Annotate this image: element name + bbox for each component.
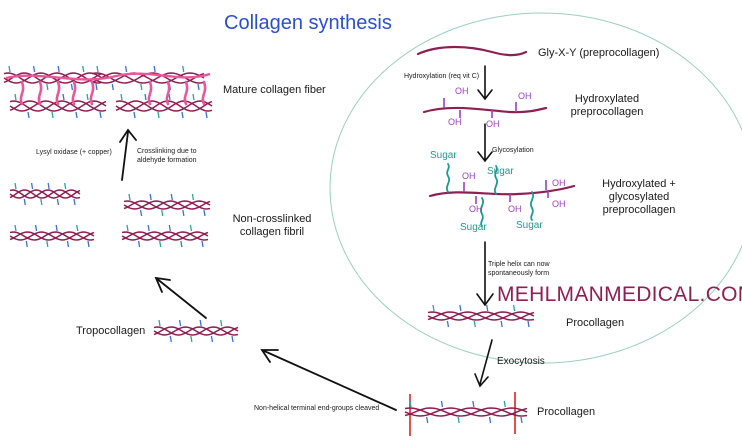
oh-label: OH [455, 86, 469, 96]
watermark-text: MEHLMANMEDICAL.COM [497, 283, 742, 306]
arrow-exocytosis [474, 339, 493, 388]
sugar-chains [445, 163, 535, 227]
sugar-label: Sugar [430, 150, 457, 161]
crosslink-bond [165, 80, 171, 106]
oh-label: OH [462, 171, 476, 181]
arrow-cleavage [260, 349, 397, 411]
crosslink-bond [201, 80, 207, 106]
helix-procollagen-outside [404, 400, 528, 424]
arrow-hydroxylation [477, 65, 493, 101]
label-glyco-line2: glycosylated [608, 191, 670, 203]
oh-label: OH [486, 119, 500, 129]
crosslink-bond [89, 80, 95, 106]
sugar-label: Sugar [460, 222, 487, 233]
helix-fibril-1 [9, 182, 81, 206]
step-triple-helix: Triple helix can now spontaneously form [488, 260, 550, 278]
hydroxylated-strand [422, 106, 548, 114]
inner-arrows [474, 65, 494, 388]
step-triple-helix-line1: Triple helix can now [488, 261, 550, 268]
label-fibril-line2: collagen fibril [239, 226, 305, 238]
oh-label: OH [552, 199, 566, 209]
hydroxyl-groups-2 [463, 180, 549, 204]
label-hydroxylated-line1: Hydroxylated [574, 93, 640, 105]
hydroxyl-groups-1 [443, 98, 517, 118]
label-procollagen-inside: Procollagen [566, 317, 625, 329]
label-glyco-line1: Hydroxylated + [602, 178, 676, 190]
step-exocytosis: Exocytosis [497, 356, 545, 367]
step-glycosylation: Glycosylation [492, 147, 534, 154]
label-tropocollagen: Tropocollagen [76, 325, 146, 337]
label-hydroxylated-line2: preprocollagen [570, 106, 644, 118]
helix-mature-4 [115, 93, 213, 119]
helix-procollagen-inside [427, 304, 535, 328]
helix-fibril-3 [9, 224, 95, 248]
label-glycosylated: Hydroxylated + glycosylated preprocollag… [584, 178, 694, 217]
preprocollagen-strand [416, 45, 528, 57]
crosslink-bond [183, 80, 189, 106]
step-cleavage: Non-helical terminal end-groups cleaved [254, 405, 380, 412]
glycosylated-strand [428, 184, 576, 198]
arrow-glycosylation [477, 123, 493, 163]
oh-label: OH [508, 204, 522, 214]
oh-label: OH [469, 204, 483, 214]
arrow-crosslinking [119, 128, 137, 181]
label-procollagen-outside: Procollagen [537, 406, 596, 418]
helix-tropocollagen [153, 319, 239, 343]
crosslinks [5, 72, 211, 106]
arrow-triple-helix [476, 241, 494, 307]
cell-boundary [329, 12, 742, 364]
label-fibril-line1: Non-crosslinked [232, 213, 312, 225]
oh-label: OH [518, 91, 532, 101]
step-hydroxylation: Hydroxylation (req vit C) [404, 73, 480, 80]
step-crosslinking-line1: Crosslinking due to [137, 148, 197, 155]
label-preprocollagen: Gly-X-Y (preprocollagen) [538, 47, 660, 59]
cleave-lines [409, 392, 516, 436]
label-hydroxylated: Hydroxylated preprocollagen [552, 93, 662, 119]
helix-fibril-2 [123, 193, 211, 217]
oh-label: OH [552, 178, 566, 188]
sugar-label: Sugar [487, 166, 514, 177]
step-lysyl-oxidase: Lysyl oxidase (+ copper) [36, 149, 112, 156]
step-triple-helix-line2: spontaneously form [488, 270, 550, 277]
crosslink-bond [19, 80, 25, 106]
label-fibril: Non-crosslinked collagen fibril [222, 213, 322, 239]
helix-mature-3 [9, 93, 107, 119]
arrow-to-fibril [154, 276, 207, 319]
outer-arrows [119, 128, 397, 411]
step-crosslinking-line2: aldehyde formation [137, 157, 197, 164]
crosslink-strand [5, 72, 211, 81]
step-crosslinking: Crosslinking due to aldehyde formation [137, 147, 197, 165]
crosslink-bond [147, 80, 153, 106]
oh-label: OH [448, 117, 462, 127]
sugar-label: Sugar [516, 220, 543, 231]
label-mature-fiber: Mature collagen fiber [223, 84, 326, 96]
label-glyco-line3: preprocollagen [602, 204, 676, 216]
crosslink-bond [71, 80, 77, 106]
crosslink-bond [55, 80, 61, 106]
page-title: Collagen synthesis [224, 12, 392, 34]
crosslink-bond [37, 80, 43, 106]
helix-fibril-4 [121, 224, 209, 248]
